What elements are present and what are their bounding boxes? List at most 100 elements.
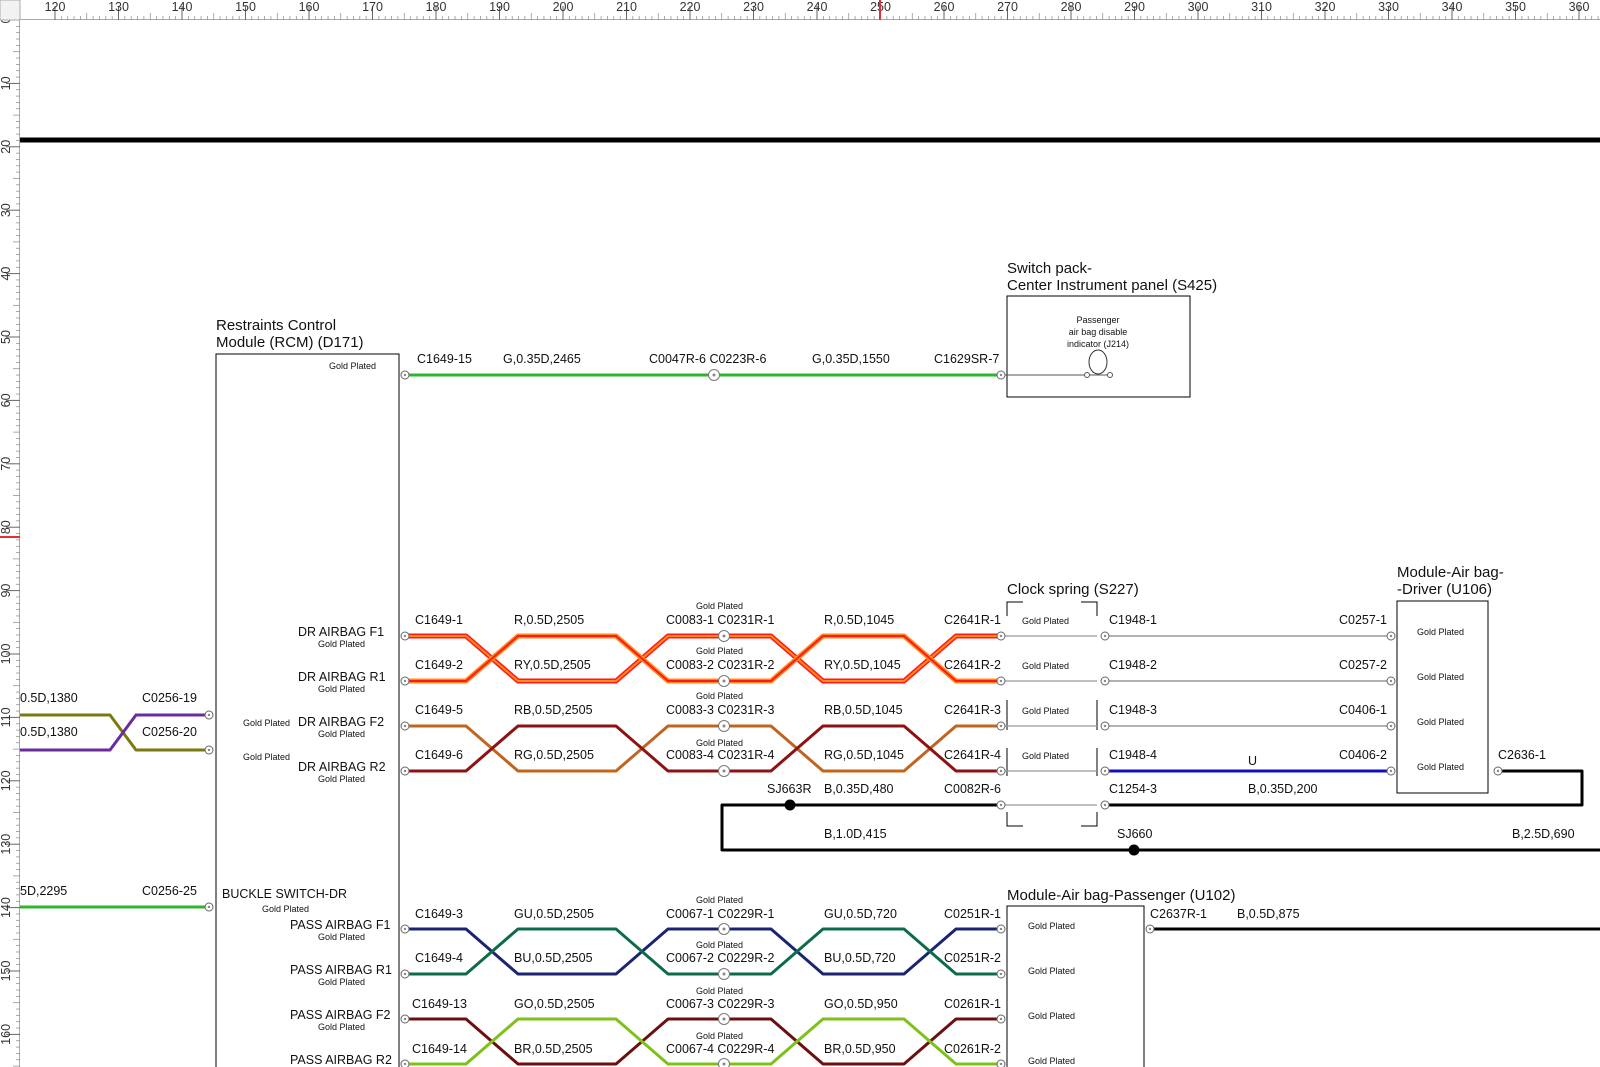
pin-gold: Gold Plated [243,718,290,728]
pin-terminal-dot [999,972,1003,976]
inline-connector-dot [722,927,726,931]
inline-connector-dot [722,1062,726,1066]
wire-r-1045: R,0.5D,1045 [824,613,894,627]
driver-airbag-u106[interactable]: Module-Air bag- -Driver (U106) Gold Plat… [1396,564,1504,794]
pin-gold: Gold Plated [318,774,365,784]
da-gold: Gold Plated [1417,627,1464,637]
driver-airbag-title-1: Module-Air bag- [1397,564,1504,581]
da-gold: Gold Plated [1417,717,1464,727]
pin-terminal-dot [999,373,1003,377]
cs-gold: Gold Plated [1022,661,1069,671]
wire-gu-2505: GU,0.5D,2505 [514,907,594,921]
gold-label: Gold Plated [696,986,743,996]
conn-c1649-2: C1649-2 [415,658,463,672]
ruler-label: 110 [0,707,13,727]
conn-c2641r-4: C2641R-4 [944,748,1001,762]
passenger-airbag-u102[interactable]: Module-Air bag-Passenger (U102) Gold Pla… [1006,887,1235,1067]
conn-c1948-2: C1948-2 [1109,658,1157,672]
pa-gold: Gold Plated [1028,921,1075,931]
pin-terminal-dot [207,713,211,717]
wire-go-2505: GO,0.5D,2505 [514,997,595,1011]
ruler-label: 80 [0,520,13,534]
pin-gold: Gold Plated [318,977,365,987]
switch-pack-s425[interactable]: Switch pack- Center Instrument panel (S4… [1001,260,1217,398]
pin-terminal-dot [1496,769,1500,773]
ruler-label: 120 [45,0,66,14]
da-gold: Gold Plated [1417,762,1464,772]
pin-terminal-dot [1103,724,1107,728]
pin-terminal-dot [207,748,211,752]
driver-airbag-title-2: -Driver (U106) [1397,581,1492,598]
pin-terminal-dot [999,724,1003,728]
conn-c0083-4: C0083-4 C0231R-4 [666,748,774,762]
pin-terminal-dot [403,1017,407,1021]
conn-c0083-2: C0083-2 C0231R-2 [666,658,774,672]
wire-b-ground [720,803,1600,852]
cs-gold: Gold Plated [1022,616,1069,626]
ruler-label: 290 [1124,0,1145,14]
pin-terminal-dot [999,679,1003,683]
conn-c2636-1: C2636-1 [1498,748,1546,762]
pin-terminal-dot [1103,679,1107,683]
ruler-label: 30 [0,203,13,217]
rcm-module[interactable]: Restraints Control Module (RCM) (D171) G… [215,317,400,1067]
conn-c0257-1: C0257-1 [1339,613,1387,627]
conn-c0261r-2: C0261R-2 [944,1042,1001,1056]
pin-pass-airbag-f2: PASS AIRBAG F2 [290,1008,391,1022]
pin-pass-airbag-r1: PASS AIRBAG R1 [290,963,392,977]
conn-c0406-2: C0406-2 [1339,748,1387,762]
ruler-label: 60 [0,393,13,407]
wire-left-purple [20,713,209,752]
pin-terminal-dot [1148,927,1152,931]
ruler-label: 270 [997,0,1018,14]
ruler-label: 150 [0,961,13,982]
ruler-label: 140 [172,0,193,14]
pin-terminal-dot [403,634,407,638]
splice-dot [784,799,796,811]
conn-c0256-25: C0256-25 [142,884,197,898]
rcm-pins: DR AIRBAG F1 Gold Plated DR AIRBAG R1 Go… [222,625,392,1067]
conn-c0257-2: C0257-2 [1339,658,1387,672]
gold-label: Gold Plated [696,895,743,905]
conn-c0067-2: C0067-2 C0229R-2 [666,951,774,965]
clock-spring-title: Clock spring (S227) [1007,581,1139,598]
conn-c2641r-1: C2641R-1 [944,613,1001,627]
ruler-label: 280 [1061,0,1082,14]
wire-b-480: B,0.35D,480 [824,782,894,796]
wire-g-2465: G,0.35D,2465 [503,352,581,366]
pass-airbag-title: Module-Air bag-Passenger (U102) [1007,887,1235,904]
wire-gu-720: GU,0.5D,720 [824,907,897,921]
wire-g-1550: G,0.35D,1550 [812,352,890,366]
pin-terminal-dot [207,905,211,909]
pin-dr-airbag-f2: DR AIRBAG F2 [298,715,384,729]
inline-connector-dot [722,679,726,683]
cs-gold: Gold Plated [1022,751,1069,761]
pin-terminal-dot [403,769,407,773]
clock-spring-s227[interactable]: Clock spring (S227) Gold Plated Gold Pla… [1006,581,1139,827]
wire-left-2295: 5D,2295 [20,884,67,898]
conn-c1948-4: C1948-4 [1109,748,1157,762]
gold-label: Gold Plated [696,738,743,748]
pin-terminal-dot [999,634,1003,638]
ruler-label: 350 [1505,0,1526,14]
ruler-label: 360 [1569,0,1590,14]
pin-gold: Gold Plated [262,904,309,914]
wire-labels: C1649-15 G,0.35D,2465 C0047R-6 C0223R-6 … [20,352,1575,1056]
gold-label: Gold Plated [696,646,743,656]
splice-dot [1128,844,1140,856]
pin-terminal-dot [999,927,1003,931]
pin-terminal-dot [403,373,407,377]
ruler-label: 220 [680,0,701,14]
pin-terminal-dot [999,803,1003,807]
pin-gold: Gold Plated [318,1022,365,1032]
conn-c1649-14: C1649-14 [412,1042,467,1056]
wire-br-950: BR,0.5D,950 [824,1042,896,1056]
rcm-title-2: Module (RCM) (D171) [216,334,364,351]
pin-terminal-dot [1103,769,1107,773]
gold-label: Gold Plated [696,940,743,950]
ruler-label: 40 [0,267,13,281]
wire-left-1380a: 0.5D,1380 [20,691,78,705]
pin-terminal-dot [1103,803,1107,807]
